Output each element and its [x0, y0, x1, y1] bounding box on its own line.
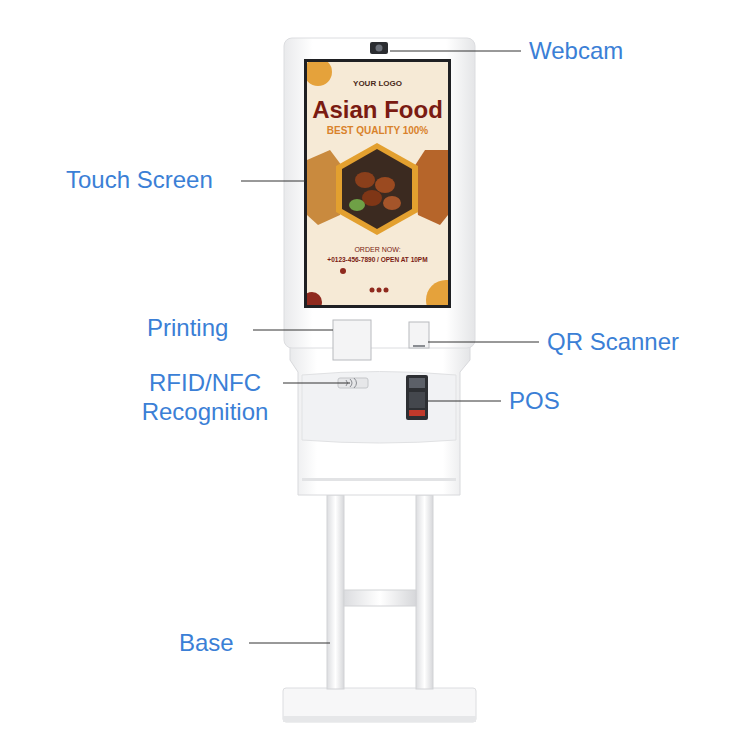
- base-plate: [283, 688, 476, 722]
- lower-housing: [290, 345, 470, 495]
- housing-seam: [302, 478, 456, 481]
- webcam: [370, 42, 388, 54]
- part-label: Webcam: [529, 37, 623, 66]
- part-label: RFID/NFC Recognition: [125, 369, 285, 427]
- printer-slot: [333, 320, 371, 360]
- leader-line: [241, 181, 305, 182]
- part-label: Printing: [147, 314, 228, 343]
- counter-ledge: [302, 372, 456, 444]
- screen-poster: [307, 62, 448, 305]
- poster-text: ORDER NOW:: [307, 246, 448, 254]
- leader-line: [428, 342, 539, 343]
- webcam-lens: [376, 45, 383, 52]
- part-label: POS: [509, 387, 560, 416]
- poster-subtitle: BEST QUALITY 100%: [307, 125, 448, 137]
- screen-bezel: [304, 59, 451, 308]
- qr-scanner: [409, 322, 429, 348]
- leader-line: [428, 401, 501, 402]
- leader-lines: [241, 51, 539, 643]
- qr-window: [413, 345, 425, 347]
- leader-line: [249, 643, 330, 644]
- leader-line: [390, 51, 521, 52]
- part-label: Base: [179, 629, 234, 658]
- base-edge: [283, 716, 476, 722]
- poster-title: Asian Food: [307, 96, 448, 125]
- poster-logo: YOUR LOGO: [307, 79, 448, 89]
- part-label: Touch Screen: [66, 166, 213, 195]
- pos-terminal: [406, 375, 428, 420]
- leader-line: [283, 383, 350, 384]
- leader-line: [253, 330, 333, 331]
- pos-display: [409, 378, 425, 388]
- leg: [327, 495, 344, 689]
- pos-keypad: [409, 392, 425, 408]
- poster-text: +0123-456-7890 / OPEN AT 10PM: [307, 256, 448, 264]
- pos-key: [409, 410, 425, 416]
- part-label: QR Scanner: [547, 328, 679, 357]
- crossbar: [344, 590, 416, 606]
- head-panel: [284, 38, 475, 348]
- leg: [416, 495, 433, 689]
